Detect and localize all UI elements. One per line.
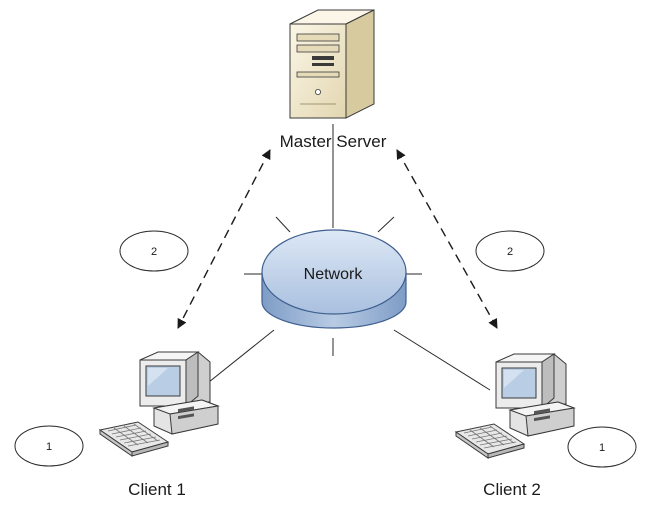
step-label-client1: 1 xyxy=(46,441,52,453)
left-dashed-arrow xyxy=(177,149,271,329)
step-ellipse-client2 xyxy=(567,426,637,468)
client2-label: Client 2 xyxy=(483,480,541,499)
network-label: Network xyxy=(304,266,364,283)
step-ellipse-left-arrow xyxy=(119,230,189,272)
network-node xyxy=(261,229,407,329)
right-dashed-arrow xyxy=(396,149,498,329)
step-label-right-arrow: 2 xyxy=(507,246,513,258)
step-label-left-arrow: 2 xyxy=(151,246,157,258)
step-ellipse-right-arrow xyxy=(475,230,545,272)
network-client2-link xyxy=(393,329,491,391)
client1-computer-icon xyxy=(99,351,219,457)
client2-computer-icon xyxy=(455,353,575,459)
network-spokes xyxy=(244,216,422,356)
client1-label: Client 1 xyxy=(128,480,186,499)
step-ellipse-client1 xyxy=(14,425,84,467)
network-client1-link xyxy=(203,329,275,387)
server-icon xyxy=(289,9,375,119)
step-label-client2: 1 xyxy=(599,442,605,454)
server-label: Master Server xyxy=(280,132,387,151)
